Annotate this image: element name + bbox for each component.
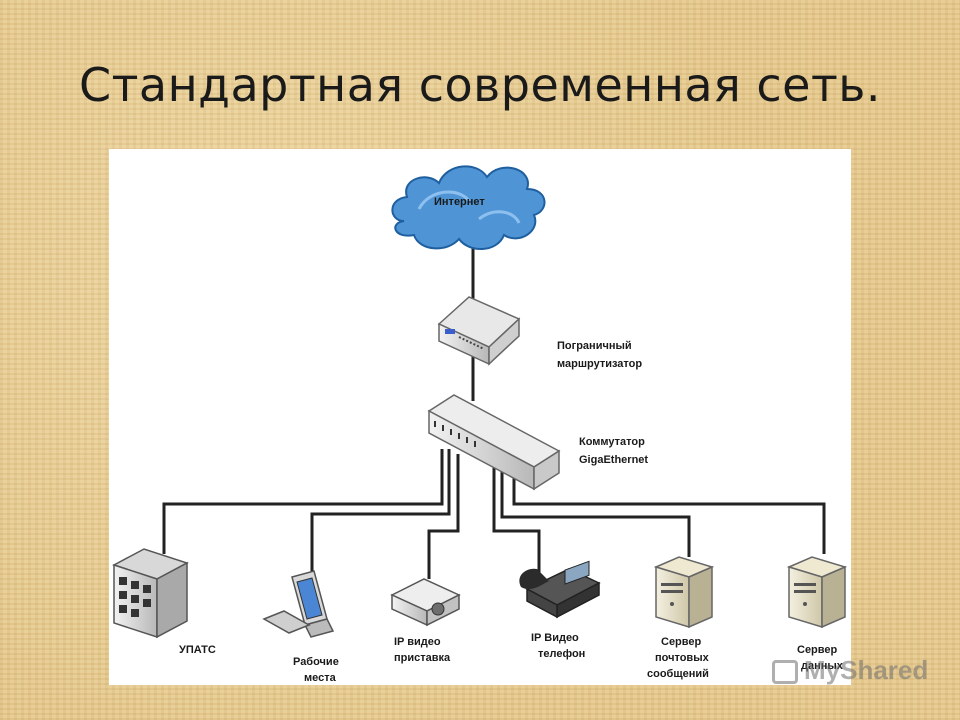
internet-cloud-icon	[391, 165, 546, 251]
mail-server-label-line3: сообщений	[647, 668, 709, 680]
data-server-label-line2: данных	[801, 660, 844, 672]
ip-video-phone-icon	[519, 560, 601, 619]
switch-label-line1: Коммутатор	[579, 436, 645, 448]
workstations-label-line2: места	[304, 672, 337, 684]
internet-label: Интернет	[434, 196, 485, 208]
ip-video-box-icon	[390, 578, 461, 627]
switch-icon	[427, 394, 561, 491]
watermark-icon	[772, 660, 798, 684]
switch-label-line2: GigaEthernet	[579, 454, 648, 466]
pbx-label: УПАТС	[179, 644, 216, 656]
data-server-label-line1: Сервер	[797, 644, 838, 656]
pbx-icon	[112, 548, 189, 639]
mail-server-icon	[653, 556, 715, 629]
network-diagram: Интернет Пограничный маршрутизатор Комму…	[109, 149, 851, 685]
workstation-icon	[262, 570, 335, 638]
connection-lines	[162, 244, 826, 579]
ip-video-box-label-line2: приставка	[394, 652, 451, 664]
router-icon	[437, 296, 521, 366]
watermark: MyShared	[804, 655, 929, 685]
network-diagram-svg: Интернет Пограничный маршрутизатор Комму…	[112, 165, 848, 684]
mail-server-label-line1: Сервер	[661, 636, 702, 648]
mail-server-label-line2: почтовых	[655, 652, 710, 664]
slide-title: Стандартная современная сеть.	[78, 58, 882, 112]
data-server-icon	[786, 556, 848, 629]
router-label-line2: маршрутизатор	[557, 358, 642, 370]
ip-video-phone-label-line2: телефон	[538, 648, 585, 660]
router-label-line1: Пограничный	[557, 340, 632, 352]
ip-video-box-label-line1: IP видео	[394, 636, 441, 648]
workstations-label-line1: Рабочие	[293, 656, 339, 668]
ip-video-phone-label-line1: IP Видео	[531, 632, 579, 644]
